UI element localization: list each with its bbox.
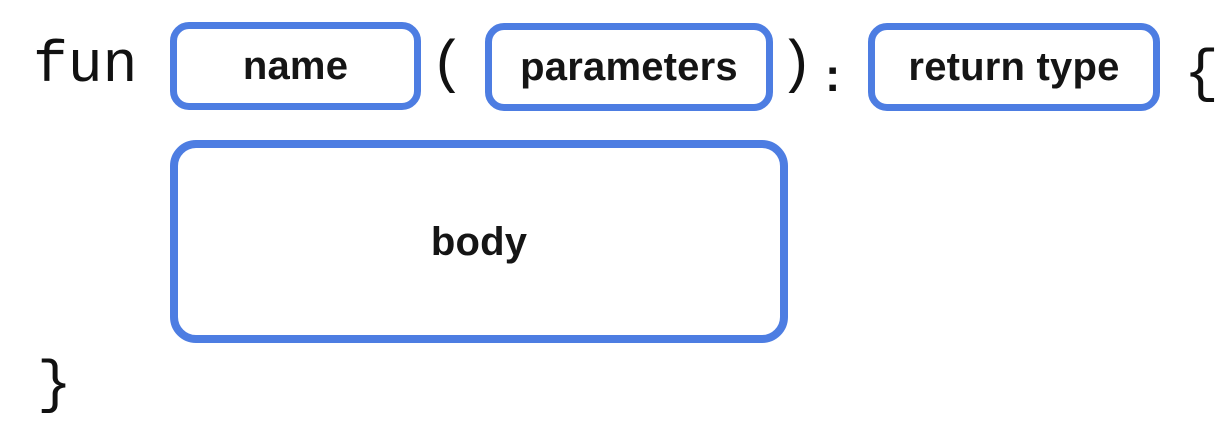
return-type-slot-box: return type <box>868 23 1160 111</box>
body-slot-label: body <box>430 219 528 264</box>
close-paren-token: ) <box>779 34 814 99</box>
colon-token: : <box>825 49 841 101</box>
parameters-slot-box: parameters <box>485 23 773 111</box>
open-paren-token: ( <box>430 34 465 99</box>
body-slot-box: body <box>170 140 788 343</box>
name-slot-label: name <box>242 44 349 88</box>
open-brace-token: { <box>1184 43 1219 108</box>
name-slot-box: name <box>170 22 421 110</box>
parameters-slot-label: parameters <box>520 45 738 89</box>
fun-keyword: fun <box>33 34 138 99</box>
return-type-slot-label: return type <box>908 45 1120 89</box>
close-brace-token: } <box>37 354 72 419</box>
